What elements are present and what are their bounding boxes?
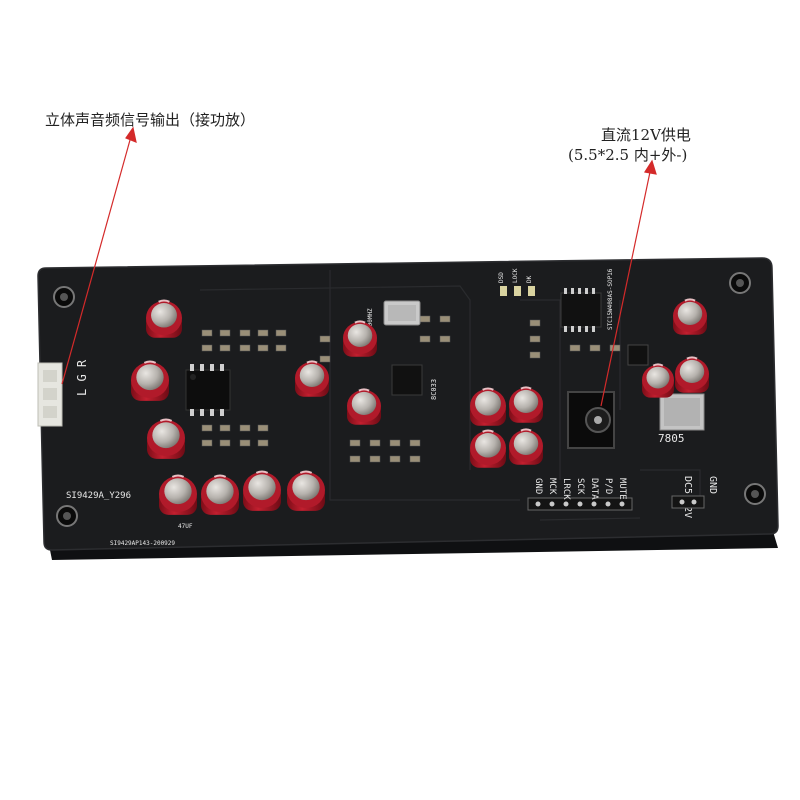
- smd-components: [201, 315, 621, 463]
- pin-label-data: DATA: [589, 478, 599, 500]
- capacitor: [343, 320, 377, 357]
- capacitor: [509, 386, 543, 423]
- capacitor: [509, 428, 543, 465]
- capacitor: [147, 418, 185, 459]
- pin-label-sck: SCK: [575, 478, 585, 495]
- annotation-arrows: [61, 126, 657, 407]
- capacitor: [347, 388, 381, 425]
- status-leds: [500, 286, 535, 296]
- gnd-power-label: GND: [707, 476, 718, 494]
- pcb-traces: [199, 270, 701, 521]
- cap-value-label: 47UF: [178, 523, 193, 530]
- oscillator: [383, 300, 421, 326]
- capacitor: [470, 387, 506, 426]
- pin-label-pd: P/D: [603, 478, 613, 494]
- connector-label: L G R: [75, 359, 89, 396]
- led-label-dsd: DSD: [498, 272, 505, 283]
- capacitor: [201, 474, 239, 515]
- led-label-dk: DK: [526, 275, 533, 283]
- audio-connector: [37, 362, 63, 427]
- power-spec-annotation: (5.5*2.5 内+外-): [568, 146, 688, 164]
- capacitor: [287, 470, 325, 511]
- capacitor: [470, 429, 506, 468]
- regulator-label: 7805: [658, 432, 685, 445]
- board-serial-label: SI9429AP143-200929: [110, 540, 175, 547]
- model-label: SI9429A_Y296: [66, 491, 131, 501]
- i2s-header: [527, 495, 705, 511]
- pin-label-lrck: LRCK: [561, 478, 571, 500]
- capacitor: [642, 363, 674, 398]
- receiver-chip-label: 8C033: [430, 379, 438, 400]
- mcu-chip: [560, 288, 602, 332]
- capacitor: [146, 299, 182, 338]
- voltage-regulator: [627, 344, 705, 431]
- capacitor: [673, 298, 707, 335]
- receiver-chip: [391, 364, 423, 396]
- capacitor: [675, 356, 709, 393]
- capacitor: [159, 474, 197, 515]
- pin-label-mute: MUTE: [617, 478, 627, 500]
- audio-output-annotation: 立体声音频信号输出（接功放）: [45, 111, 256, 129]
- pin-label-gnd: GND: [533, 478, 543, 494]
- opamp-chip: [185, 364, 231, 416]
- capacitor: [131, 360, 169, 401]
- pin-label-mck: MCK: [547, 478, 557, 495]
- capacitor: [243, 470, 281, 511]
- oscillator-label: 100MHZ: [367, 308, 374, 330]
- power-title-annotation: 直流12V供电: [601, 126, 691, 144]
- mounting-holes: [53, 272, 766, 527]
- mcu-label: STC15W408AS-SOP16: [607, 268, 614, 330]
- capacitor: [295, 360, 329, 397]
- led-label-lock: LOCK: [512, 268, 519, 283]
- dc-power-jack: [567, 391, 615, 449]
- electrolytic-capacitors: [131, 298, 709, 515]
